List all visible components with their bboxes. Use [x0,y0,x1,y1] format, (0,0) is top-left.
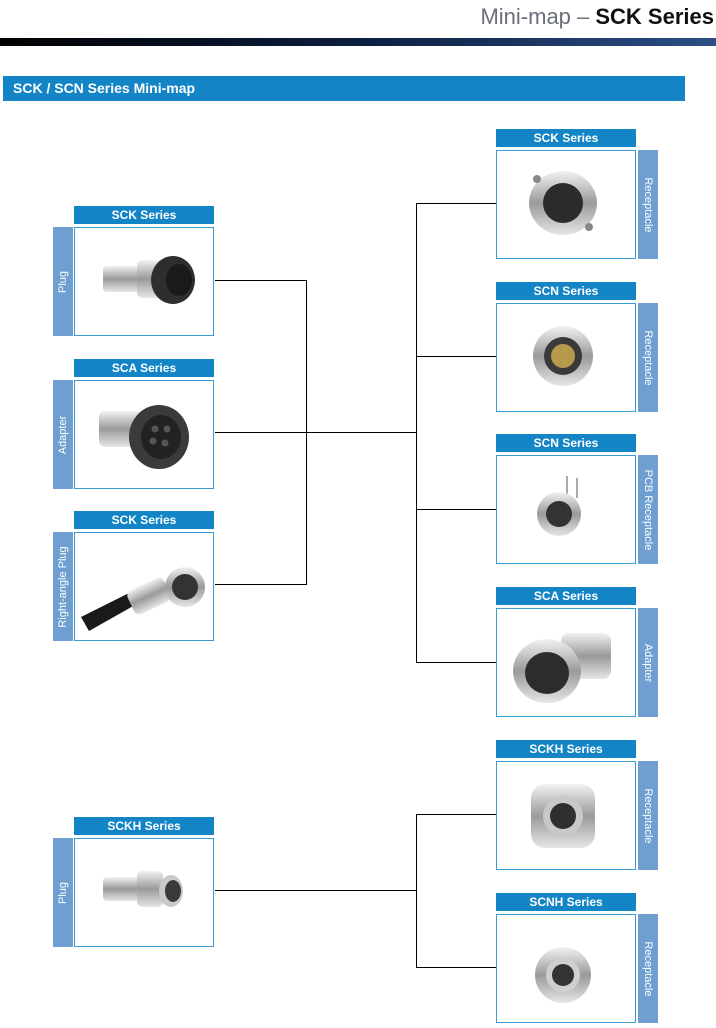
receptacle-connector-icon [533,326,593,386]
connector-line [215,584,307,585]
right-angle-plug-icon [81,567,205,631]
connector-line [215,280,307,281]
header-title-series: SCK Series [595,4,714,29]
card-type-label: PCB Receptacle [638,455,658,564]
card-type-label: Receptacle [638,303,658,412]
connector-line [215,432,416,433]
connector-photo [496,914,636,1023]
connector-line [215,890,416,891]
card-series-label: SCA Series [496,587,636,605]
connector-line [416,203,496,204]
connector-photo [74,380,214,489]
connector-line [416,967,496,968]
product-card-scnh-receptacle[interactable]: SCNH Series Receptacle [496,893,658,1023]
card-type-label: Right-angle Plug [53,532,73,641]
card-type-label: Receptacle [638,150,658,259]
product-card-scn-receptacle[interactable]: SCN Series Receptacle [496,282,658,412]
product-card-sck-right-angle-plug[interactable]: SCK Series Right-angle Plug [53,511,215,641]
connector-line [306,280,307,585]
connector-line [416,814,496,815]
connector-photo [496,150,636,259]
connector-photo [74,838,214,947]
connector-line [416,814,417,968]
pcb-receptacle-connector-icon [537,476,581,536]
product-card-sckh-plug[interactable]: SCKH Series Plug [53,817,215,947]
card-series-label: SCK Series [74,206,214,224]
page-header-title: Mini-map – SCK Series [480,4,714,30]
card-series-label: SCN Series [496,282,636,300]
receptacle-connector-icon [529,171,597,235]
product-card-sck-receptacle[interactable]: SCK Series Receptacle [496,129,658,259]
card-series-label: SCK Series [74,511,214,529]
card-type-label: Receptacle [638,914,658,1023]
card-series-label: SCKH Series [74,817,214,835]
connector-photo [496,455,636,564]
connector-line [416,356,496,357]
plug-connector-icon [103,871,183,907]
adapter-connector-icon [99,405,189,469]
card-series-label: SCNH Series [496,893,636,911]
connector-photo [496,608,636,717]
connector-line [416,203,417,662]
card-type-label: Adapter [53,380,73,489]
connector-line [416,509,496,510]
card-type-label: Adapter [638,608,658,717]
card-series-label: SCKH Series [496,740,636,758]
product-card-sca-adapter[interactable]: SCA Series Adapter [53,359,215,489]
product-card-sckh-receptacle[interactable]: SCKH Series Receptacle [496,740,658,870]
connector-photo [496,303,636,412]
connector-photo [496,761,636,870]
card-type-label: Plug [53,838,73,947]
connector-photo [74,532,214,641]
card-series-label: SCK Series [496,129,636,147]
card-type-label: Receptacle [638,761,658,870]
plug-connector-icon [103,256,195,304]
product-card-scn-pcb-receptacle[interactable]: SCN Series PCB Receptacle [496,434,658,564]
product-card-sck-plug[interactable]: SCK Series Plug [53,206,215,336]
product-card-sca-adapter-right[interactable]: SCA Series Adapter [496,587,658,717]
connector-photo [74,227,214,336]
adapter-connector-icon [513,633,611,703]
header-rule [0,38,716,46]
connector-line [416,662,496,663]
receptacle-connector-icon [535,947,591,1003]
header-title-prefix: Mini-map – [480,4,596,29]
receptacle-connector-icon [531,784,595,848]
section-title: SCK / SCN Series Mini-map [3,76,685,101]
card-type-label: Plug [53,227,73,336]
card-series-label: SCA Series [74,359,214,377]
card-series-label: SCN Series [496,434,636,452]
